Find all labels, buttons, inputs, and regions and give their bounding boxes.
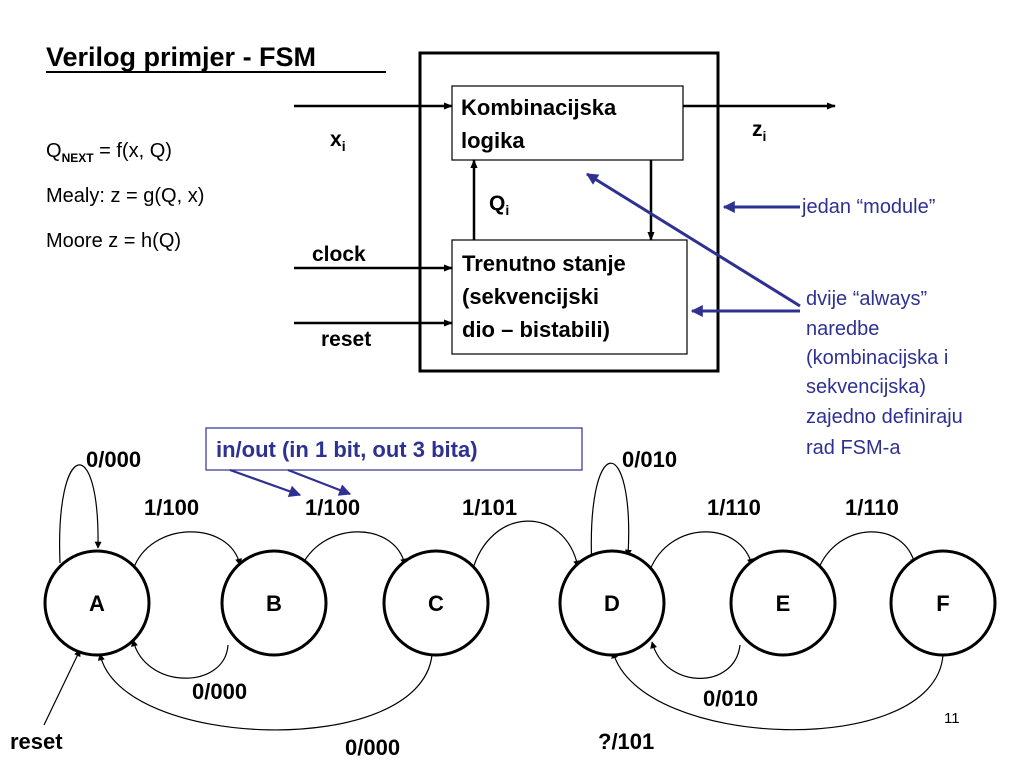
transition-c-to-d (471, 520, 581, 573)
label-e-to-d: 0/010 (703, 686, 758, 711)
state-d-label: D (604, 591, 620, 616)
always-note-line1: dvije “always” (806, 288, 927, 310)
state-f-circle (889, 549, 997, 657)
state-a-label: A (89, 591, 105, 616)
transition-e-to-d (650, 641, 741, 679)
inout-note-arrow-1 (229, 468, 302, 498)
state-e-label: E (776, 591, 791, 616)
label-b-to-c: 1/100 (305, 495, 360, 520)
reset-entry-arrow (43, 649, 81, 726)
transition-a-to-b (132, 531, 243, 571)
label-c-to-d: 1/101 (462, 495, 517, 520)
label-c-to-a: 0/000 (345, 735, 400, 760)
always-note-line3: (kombinacijska i (806, 347, 948, 369)
input-x-subscript: i (342, 138, 346, 154)
module-outer-box (418, 51, 720, 373)
state-f-label: F (936, 591, 949, 616)
state-e-circle (729, 549, 837, 657)
combinational-logic-line1: Kombinacijska (461, 95, 617, 120)
output-z-main: z (752, 118, 763, 141)
always-note-line5: zajedno definiraju (806, 406, 963, 428)
sequential-state-line1: Trenutno stanje (462, 251, 626, 276)
state-q-main: Q (489, 192, 505, 215)
output-z-subscript: i (763, 128, 767, 144)
sequential-state-line2: (sekvencijski (462, 284, 599, 309)
state-q-label: Qi (489, 192, 509, 218)
inout-note: in/out (in 1 bit, out 3 bita) (216, 437, 478, 462)
state-a-circle (43, 549, 151, 657)
page-number: 11 (944, 710, 960, 727)
label-b-to-a: 0/000 (192, 679, 247, 704)
label-self-loop-a: 0/000 (86, 447, 141, 472)
always-note-line4: sekvencijska) (806, 376, 926, 398)
module-note: jedan “module” (801, 196, 935, 218)
state-q-subscript: i (505, 202, 509, 218)
state-d-circle (558, 549, 666, 657)
state-b-label: B (266, 591, 282, 616)
mealy-equation: Mealy: z = g(Q, x) (46, 185, 204, 207)
transition-d-to-e (649, 531, 754, 571)
self-loop-a (59, 464, 102, 564)
label-a-to-b: 1/100 (144, 495, 199, 520)
transition-b-to-c (299, 531, 408, 571)
qnext-equation: QNEXT = f(x, Q) (46, 140, 172, 165)
transition-c-to-a (97, 653, 433, 731)
output-z-label: zi (752, 118, 766, 144)
combinational-logic-line2: logika (461, 128, 525, 153)
qnext-rest: = f(x, Q) (94, 140, 172, 162)
label-self-loop-d: 0/010 (622, 447, 677, 472)
label-d-to-e: 1/110 (707, 495, 761, 520)
transition-f-to-d (611, 651, 944, 731)
always-note-arrow-comb (585, 172, 801, 308)
clock-label: clock (312, 243, 366, 266)
state-c-circle (382, 549, 490, 657)
qnext-q: Q (46, 140, 62, 162)
transition-e-to-f (817, 531, 918, 571)
label-reset-entry: reset (10, 729, 63, 754)
self-loop-d (590, 462, 632, 571)
label-f-to-d: ?/101 (598, 729, 654, 754)
combinational-logic-box (451, 85, 684, 161)
moore-equation: Moore z = h(Q) (46, 230, 181, 252)
sequential-state-box (451, 239, 688, 355)
inout-note-arrow-2 (287, 468, 352, 496)
state-c-label: C (428, 591, 444, 616)
inout-note-box (205, 427, 583, 471)
state-b-circle (220, 549, 328, 657)
input-x-label: xi (330, 128, 346, 154)
transition-b-to-a (131, 639, 229, 679)
slide-title: Verilog primjer - FSM (46, 42, 316, 72)
always-note-line2: naredbe (806, 318, 879, 340)
qnext-subscript: NEXT (62, 151, 95, 165)
always-note-line6: rad FSM-a (806, 437, 901, 459)
sequential-state-line3: dio – bistabili) (462, 317, 610, 342)
label-e-to-f: 1/110 (845, 495, 899, 520)
input-x-main: x (330, 128, 342, 151)
always-note: dvije “always” naredbe (kombinacijska i … (806, 288, 968, 459)
reset-input-label: reset (321, 328, 371, 351)
